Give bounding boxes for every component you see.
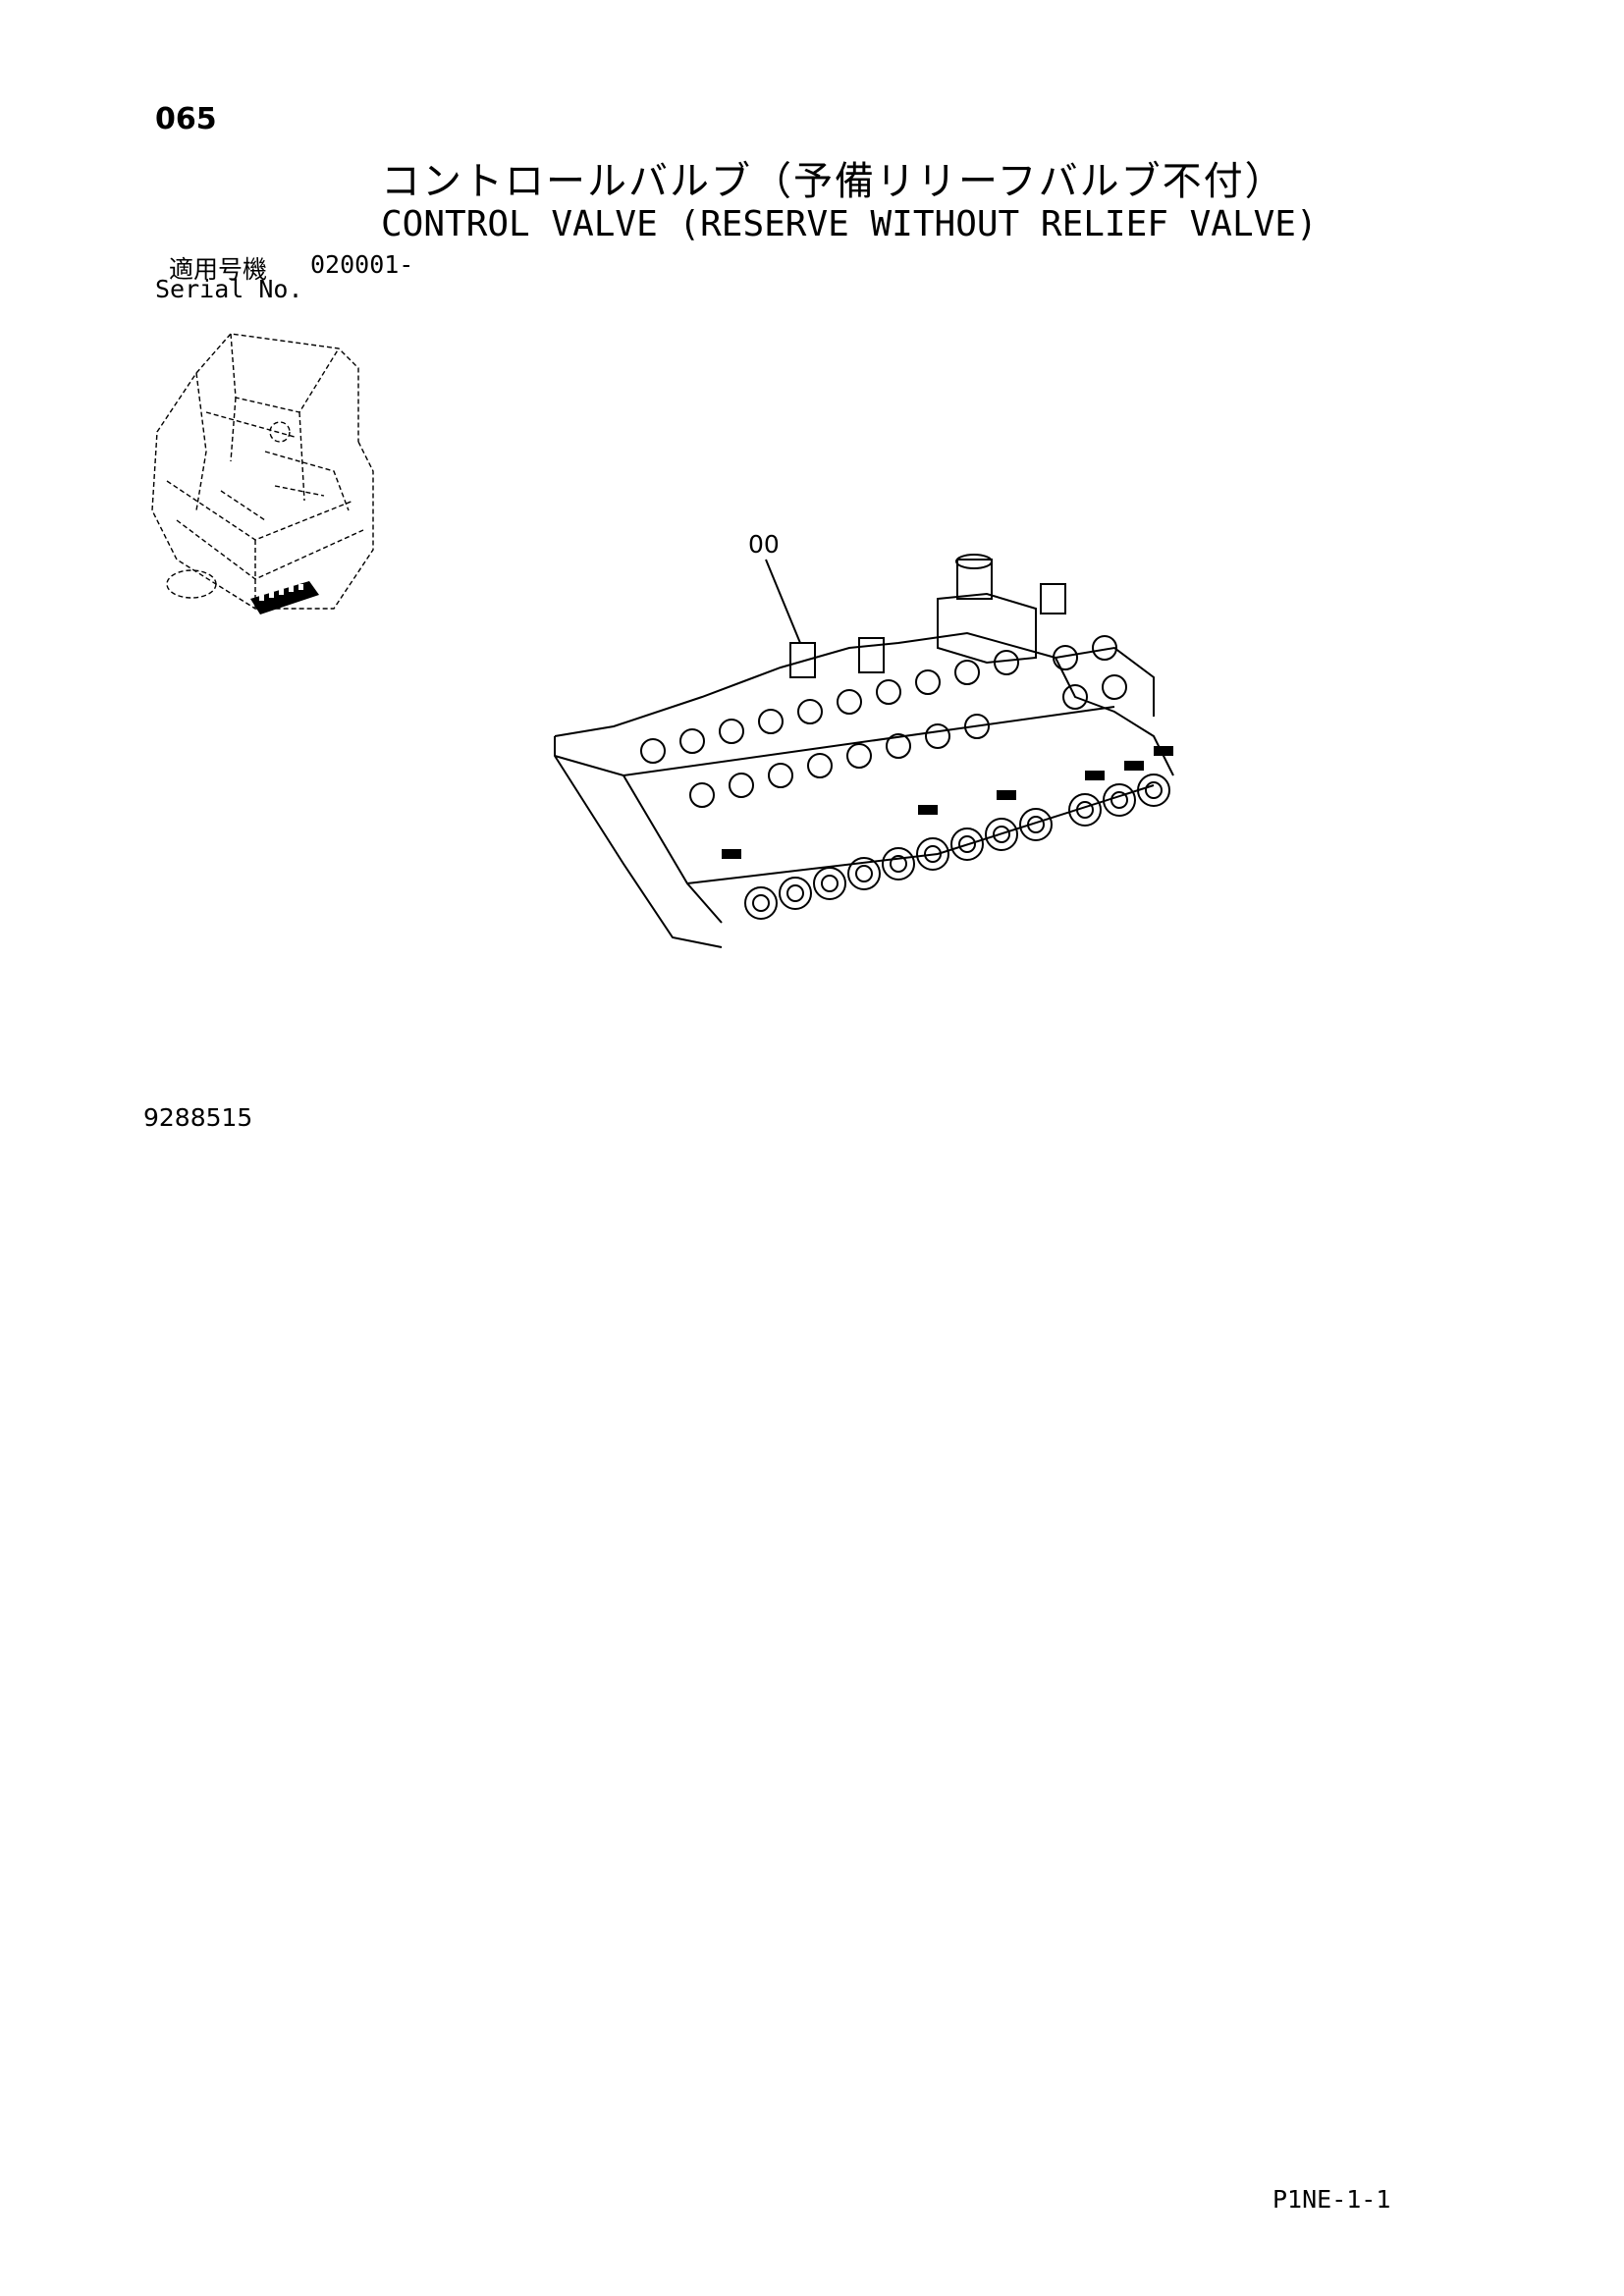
part-callout-label: 00	[748, 530, 780, 559]
title-english: CONTROL VALVE (RESERVE WITHOUT RELIEF VA…	[381, 204, 1318, 244]
title-japanese: コントロールバルブ（予備リリーフバルブ不付）	[381, 159, 1286, 204]
serial-label-english: Serial No.	[155, 275, 303, 303]
control-valve-drawing	[554, 554, 1174, 948]
machine-locator-thumbnail	[151, 333, 374, 614]
page-number: 065	[155, 102, 217, 136]
page-code: P1NE-1-1	[1272, 2185, 1391, 2214]
drawing-number: 9288515	[143, 1103, 253, 1132]
serial-label-japanese: 適用号機	[169, 255, 268, 284]
serial-number-value: 020001-	[310, 250, 414, 279]
